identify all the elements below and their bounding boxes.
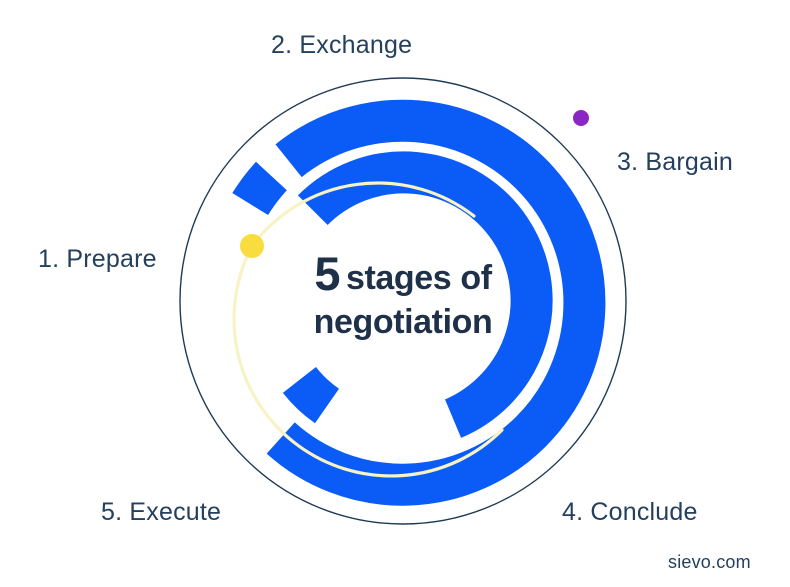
inner-blue-arc-tail: [282, 366, 340, 424]
center-headline-stages: stages of: [345, 259, 492, 297]
center-headline-number: 5: [314, 247, 340, 300]
outline-circle: [179, 77, 627, 525]
stage-label-execute: 5. Execute: [101, 498, 222, 526]
outer-blue-arc-segment: [232, 161, 288, 216]
inner-blue-arc: [297, 151, 553, 438]
stage-label-bargain: 3. Bargain: [617, 148, 733, 176]
stage-label-exchange: 2. Exchange: [271, 31, 413, 59]
yellow-accent-arc: [250, 181, 476, 248]
stage-label-conclude: 4. Conclude: [562, 498, 698, 526]
outer-blue-arc-main: [266, 99, 606, 506]
purple-dot-marker: [573, 110, 589, 126]
stage-label-prepare: 1. Prepare: [38, 245, 157, 273]
center-headline-line-2: negotiation: [313, 302, 493, 341]
watermark-sievo: sievo.com: [668, 552, 751, 572]
inner-white-disc: [296, 194, 510, 408]
yellow-dot-marker: [240, 234, 264, 258]
yellow-accent-arc-lower: [232, 244, 504, 478]
